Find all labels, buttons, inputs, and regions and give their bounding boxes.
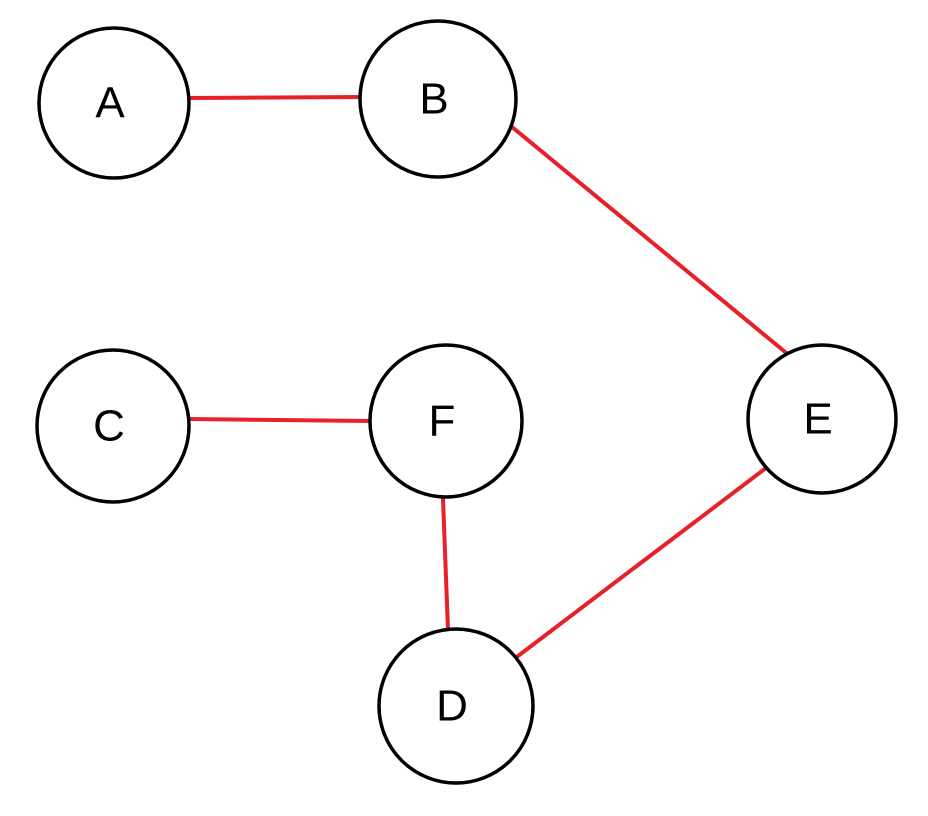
node-f: F [368,343,524,499]
node-f-circle [368,343,524,499]
node-e-circle [746,343,898,495]
node-a-label: A [95,79,125,128]
node-a-circle [37,26,191,180]
node-c-circle [35,348,191,504]
node-d: D [377,627,535,785]
edge-b-e [510,125,792,358]
node-e: E [746,343,898,495]
node-e-label: E [803,395,832,444]
edges-layer [186,95,792,658]
node-b-label: B [419,75,448,124]
node-d-label: D [436,682,468,731]
edge-a-b [186,95,364,100]
node-b-circle [358,19,518,179]
edge-c-f [186,417,373,423]
node-c: C [35,348,191,504]
node-b: B [358,19,518,179]
edge-e-d [516,466,768,658]
nodes-layer: A B C F E D [35,19,898,785]
node-f-label: F [429,397,456,446]
edge-f-d [441,497,450,632]
node-a: A [37,26,191,180]
node-c-label: C [93,402,125,451]
node-d-circle [377,627,535,785]
